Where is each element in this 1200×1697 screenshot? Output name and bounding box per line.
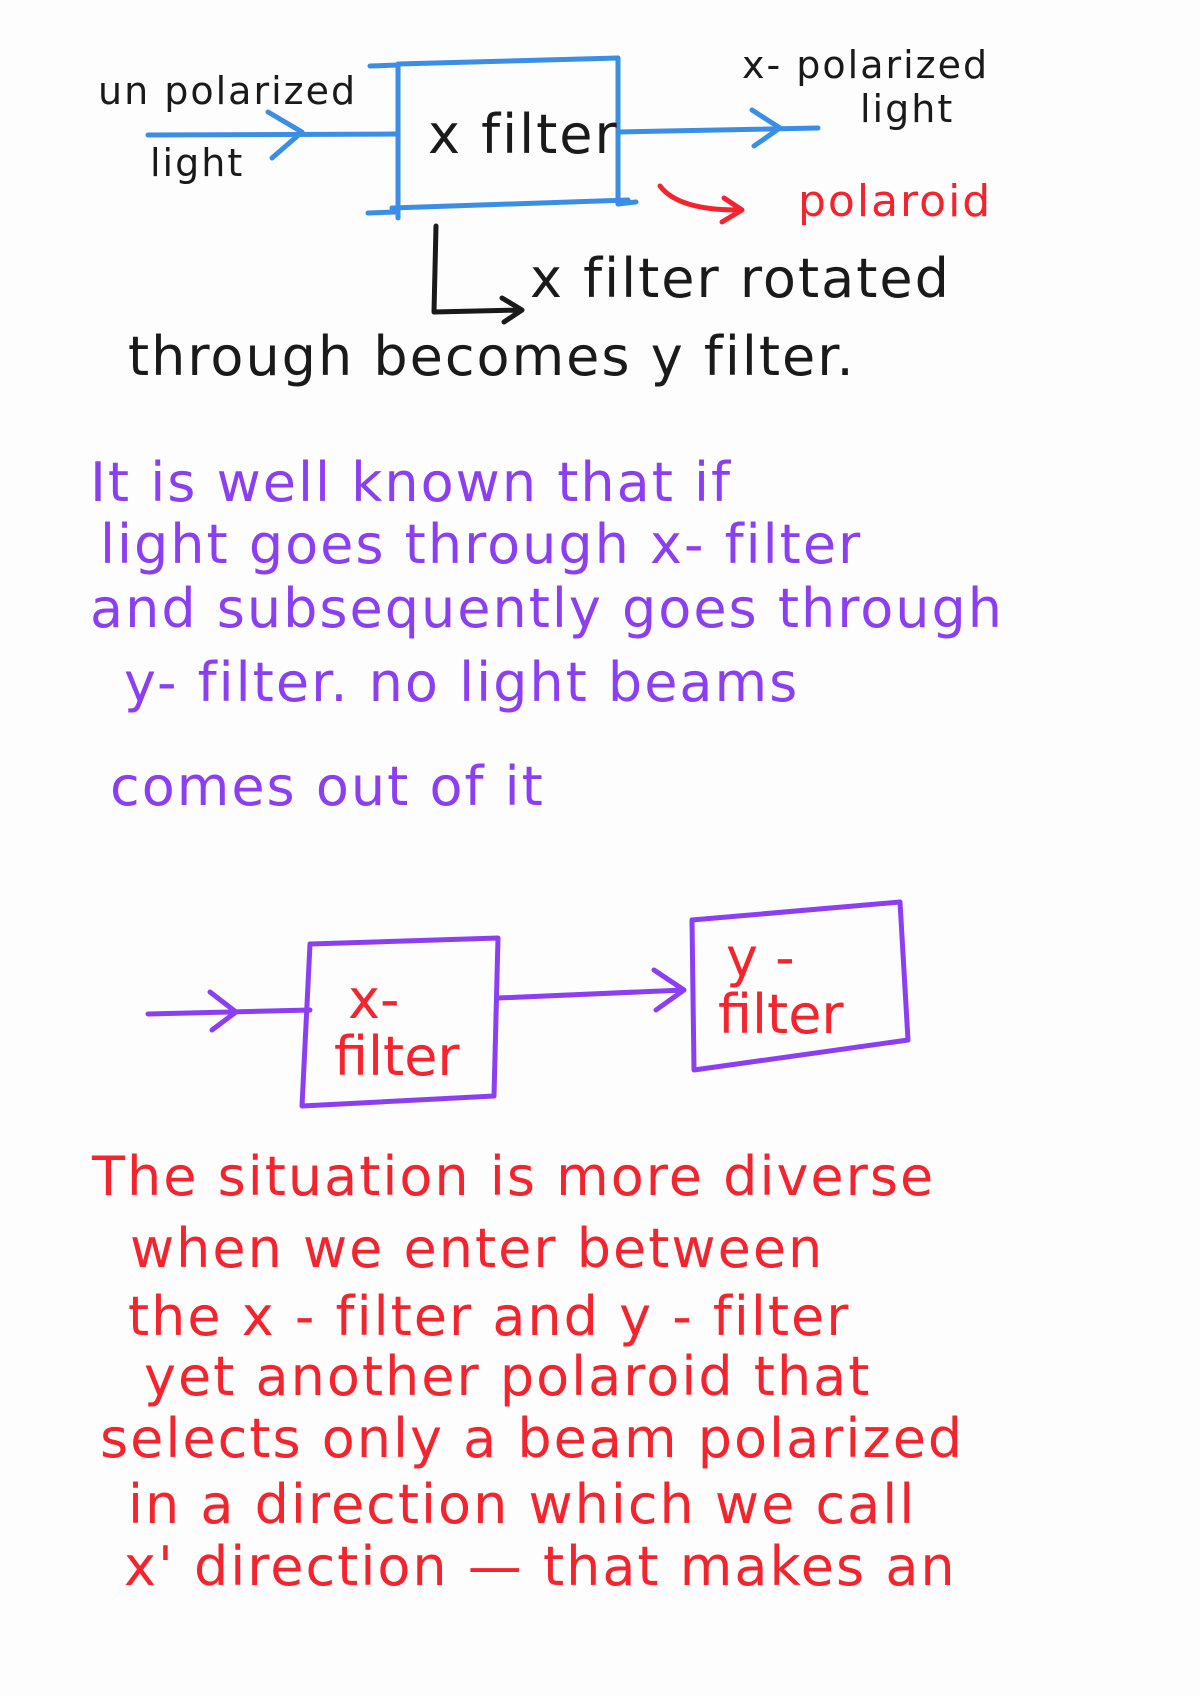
output-label-line1: x- polarized: [742, 43, 990, 87]
paragraph2-line5: selects only a beam polarized: [100, 1407, 965, 1470]
x-filter-box: [389, 55, 631, 221]
paragraph2-line6: in a direction which we call: [128, 1473, 917, 1536]
box2-x-filter-line1: x-: [348, 968, 400, 1031]
paragraph1-line5: comes out of it: [110, 755, 545, 818]
box2-y-filter-line1: y -: [726, 926, 795, 989]
output-arrow: [615, 107, 821, 149]
input-arrow: [145, 109, 401, 161]
box2-x-filter-label: x- filter: [334, 968, 460, 1088]
box2-y-filter-label: y - filter: [718, 926, 844, 1046]
input-label-line1: un polarized: [98, 69, 358, 113]
output-label-line2: light: [860, 87, 955, 131]
box2-y-filter-line2: filter: [718, 982, 844, 1046]
rotation-bracket-arrow: [431, 223, 525, 325]
paragraph1-line4: y- filter. no light beams: [124, 651, 800, 714]
box2-x-filter-line2: filter: [334, 1024, 460, 1088]
box-label-x-filter: x filter: [428, 103, 619, 166]
paragraph2-line1: The situation is more diverse: [92, 1145, 936, 1208]
rotation-annotation-line1: x filter rotated: [530, 247, 951, 310]
y-filter-box-2: [689, 899, 911, 1073]
x-filter-box-ticks: [365, 62, 639, 216]
x-filter-box-2: [299, 935, 501, 1109]
paragraph1-line1: It is well known that if: [90, 451, 733, 514]
paragraph2-line4: yet another polaroid that: [144, 1345, 872, 1408]
paragraph2-line3: the x - filter and y - filter: [128, 1285, 851, 1348]
rotation-annotation-line2: through becomes y filter.: [128, 325, 856, 388]
paragraph1-line3: and subsequently goes through: [90, 577, 1005, 640]
diagram1: [145, 55, 821, 221]
input-label-line2: light: [150, 141, 245, 185]
paragraph2-line7: x' direction — that makes an: [124, 1535, 957, 1598]
connecting-arrow: [495, 967, 687, 1013]
polaroid-arrow: [657, 183, 745, 225]
polaroid-annotation: polaroid: [798, 176, 993, 227]
diagram2: [145, 899, 911, 1109]
paragraph1-line2: light goes through x- filter: [100, 513, 863, 576]
paragraph2-line2: when we enter between: [130, 1217, 825, 1280]
input-arrow-2: [145, 989, 313, 1033]
